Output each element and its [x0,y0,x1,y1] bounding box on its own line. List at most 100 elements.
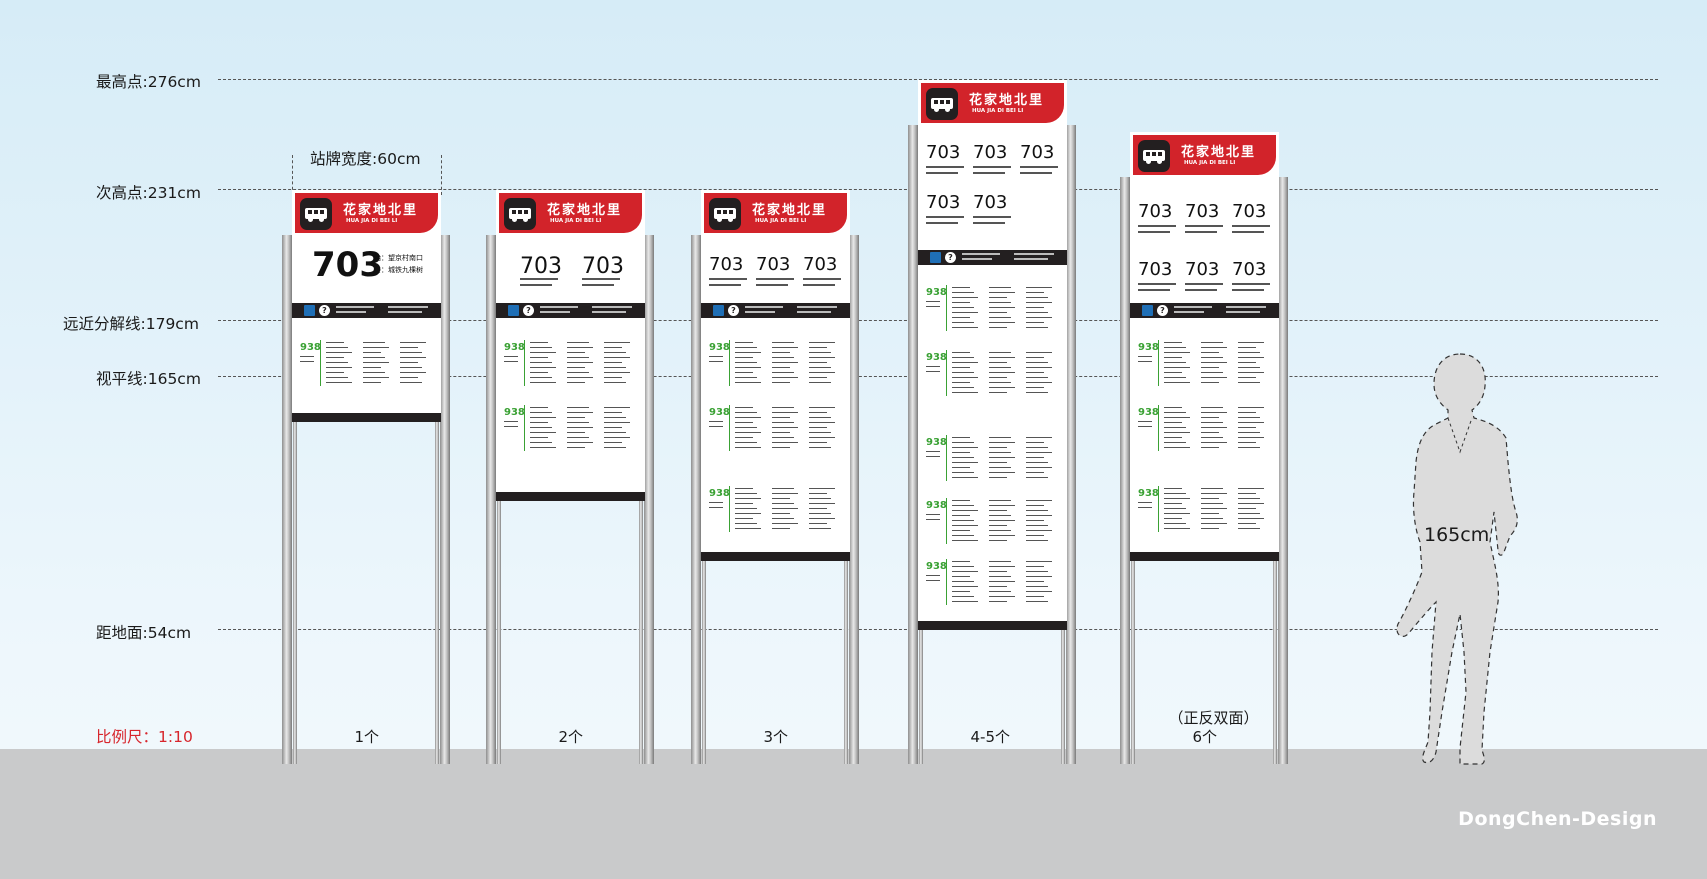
stop-name [1026,287,1052,289]
stop-name [772,422,794,424]
info-text [962,258,992,260]
stop-name [530,347,552,349]
stop-name [952,530,970,532]
stop-name [1026,292,1044,294]
route-stop-detail [973,166,1011,168]
stop-name [772,352,790,354]
stop-name [1026,317,1052,319]
stop-name [952,520,974,522]
bus-icon-window [1152,152,1156,156]
stop-name [530,432,556,434]
stop-name [604,367,626,369]
info-bar: ? [918,250,1067,265]
stop-name [400,382,422,384]
stop-name [1026,515,1052,517]
station-pinyin: HUA JIA DI BEI LI [1184,160,1236,166]
stop-name [735,382,761,384]
line-hours [1138,356,1152,357]
route-number: 703 [926,192,961,213]
sign-count-label: 1个 [354,728,380,746]
station-name: 花家地北里 [969,93,1045,108]
stop-name [604,432,626,434]
route-number: 703 [1020,142,1055,163]
stop-name [989,327,1007,329]
route-number: 703 [520,254,562,279]
info-text [540,311,570,313]
line-hours [709,361,723,362]
stop-name [1201,503,1223,505]
route-stop-detail [926,166,964,168]
route-stop-detail [1232,283,1270,285]
sign-leg-left [497,501,501,764]
stop-name [809,382,831,384]
route-number: 703 [1185,259,1220,280]
info-bar: ? [496,303,645,318]
stop-name [604,382,626,384]
line-hours [1138,361,1152,362]
station-name: 花家地北里 [547,203,623,218]
stop-name [1164,412,1186,414]
bus-icon-window [729,210,733,214]
bus-icon-window [320,210,324,214]
stop-name [1026,307,1044,309]
help-icon: ? [1157,305,1168,316]
sign-pole-right [440,235,450,764]
stop-name [1026,357,1044,359]
stop-name [530,447,556,449]
stop-name [952,586,978,588]
label-ground-clearance: 距地面:54cm [96,624,192,642]
stop-name [989,477,1007,479]
line-direction [729,486,730,532]
stop-name [1026,601,1048,603]
stop-name [1026,467,1052,469]
stop-name [1026,372,1044,374]
stop-name [809,367,831,369]
stop-name [326,347,348,349]
line-hours [504,361,518,362]
stop-name [1026,322,1044,324]
stop-name [1026,302,1052,304]
stop-name [989,525,1007,527]
stop-name [1026,571,1048,573]
stop-name [1201,422,1223,424]
stop-name [989,437,1011,439]
stop-name [772,518,794,520]
sign-count-label: 3个 [763,728,789,746]
sign-pole-right [644,235,654,764]
stop-name [952,500,970,502]
stop-name [952,302,970,304]
stop-name [1164,367,1190,369]
stop-name [952,596,974,598]
line-direction [946,285,947,331]
stop-name [809,528,831,530]
stop-name [989,312,1007,314]
stop-name [567,347,593,349]
stop-name [1238,508,1256,510]
info-text [540,306,578,308]
stop-name [735,407,753,409]
stop-name [952,467,970,469]
stop-name [952,452,970,454]
stop-name [952,357,974,359]
stop-name [1201,493,1227,495]
line-direction [946,435,947,481]
stop-name [1164,407,1182,409]
route-stop-detail [1138,231,1170,233]
stop-name [1026,505,1044,507]
line-direction [1158,405,1159,451]
line-hours [926,306,940,307]
stop-name [1201,518,1223,520]
info-text [592,306,632,308]
stop-name [952,352,970,354]
stop-name [604,347,622,349]
label-eye-level: 视平线:165cm [96,370,201,388]
ground [0,749,1707,879]
stop-name [952,367,970,369]
stop-name [952,457,974,459]
sign-pole-left [691,235,701,764]
sign-leg-left [293,422,297,764]
route-stop-detail [582,278,620,280]
stop-name [604,352,626,354]
stop-name [989,447,1007,449]
